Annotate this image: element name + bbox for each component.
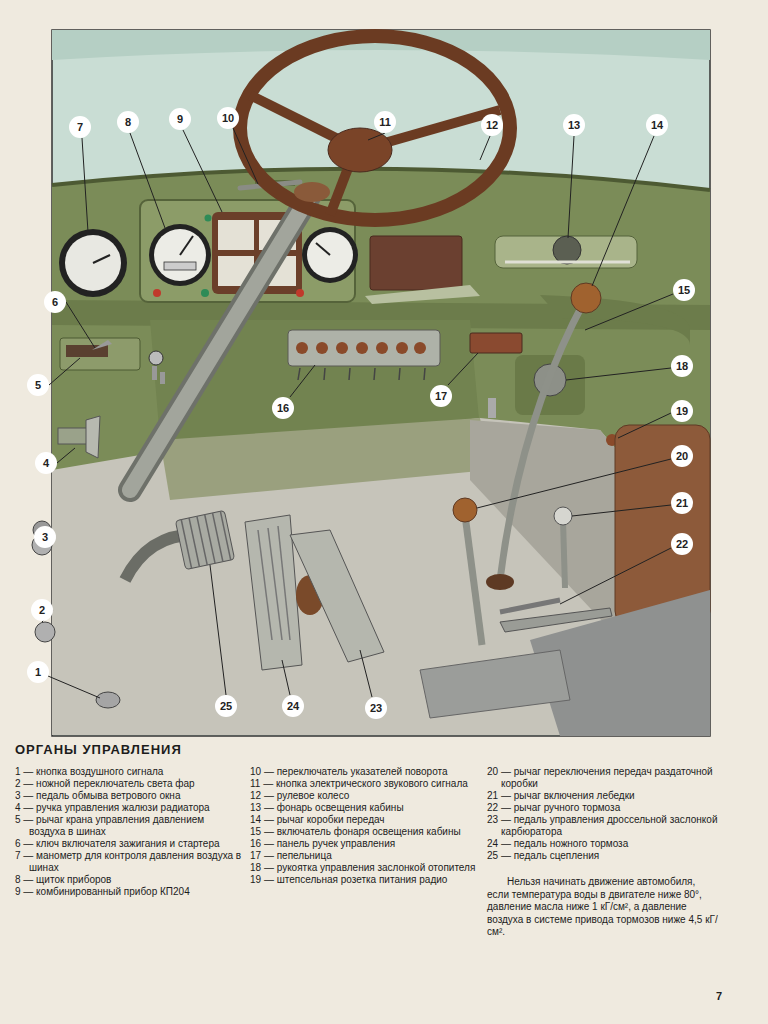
legend-item: 16 — панель ручек управления (250, 838, 478, 850)
legend-item: 12 — рулевое колесо (250, 790, 478, 802)
callout-number: 9 (169, 108, 191, 130)
callout-number: 21 (671, 492, 693, 514)
legend-item: 18 — рукоятка управления заслонкой отопи… (250, 862, 478, 874)
legend-item: 9 — комбинированный прибор КП204 (15, 886, 243, 898)
legend-item: 4 — ручка управления жалюзи радиатора (15, 802, 243, 814)
legend-item: 11 — кнопка электрического звукового сиг… (250, 778, 478, 790)
legend-item: 21 — рычаг включения лебедки (487, 790, 719, 802)
legend-item: 25 — педаль сцепления (487, 850, 719, 862)
callout-number: 15 (673, 279, 695, 301)
callout-number: 22 (671, 533, 693, 555)
callout-number: 14 (646, 114, 668, 136)
callout-number: 24 (282, 695, 304, 717)
callout-number: 10 (217, 107, 239, 129)
callout-number: 3 (34, 526, 56, 548)
legend-item: 8 — щиток приборов (15, 874, 243, 886)
page-title: ОРГАНЫ УПРАВЛЕНИЯ (15, 742, 182, 757)
legend-item: 2 — ножной переключатель света фар (15, 778, 243, 790)
legend-item: 20 — рычаг переключения передач раздаточ… (487, 766, 719, 790)
legend-item: 6 — ключ включателя зажигания и стартера (15, 838, 243, 850)
callout-number: 13 (563, 114, 585, 136)
callout-number: 2 (31, 599, 53, 621)
legend-item: 22 — рычаг ручного тормоза (487, 802, 719, 814)
callout-number: 6 (44, 291, 66, 313)
legend-column: 1 — кнопка воздушного сигнала2 — ножной … (15, 766, 243, 898)
callout-number: 19 (671, 400, 693, 422)
legend-item: 19 — штепсельная розетка питания радио (250, 874, 478, 886)
callout-number: 4 (35, 452, 57, 474)
legend-item: 17 — пепельница (250, 850, 478, 862)
warning-note: Нельзя начинать движение автомобиля, есл… (487, 876, 719, 939)
callout-number: 7 (69, 116, 91, 138)
callout-number: 11 (374, 111, 396, 133)
legend-item: 15 — включатель фонаря освещения кабины (250, 826, 478, 838)
callout-number: 25 (215, 695, 237, 717)
legend-column: 10 — переключатель указателей поворота11… (250, 766, 478, 886)
legend-item: 5 — рычаг крана управления давлением воз… (15, 814, 243, 838)
legend-item: 14 — рычаг коробки передач (250, 814, 478, 826)
legend-item: 24 — педаль ножного тормоза (487, 838, 719, 850)
legend-item: 13 — фонарь освещения кабины (250, 802, 478, 814)
legend-item: 23 — педаль управления дроссельной засло… (487, 814, 719, 838)
callout-number: 12 (481, 114, 503, 136)
legend-column: 20 — рычаг переключения передач раздаточ… (487, 766, 719, 939)
callout-number: 23 (365, 697, 387, 719)
callout-number: 5 (27, 374, 49, 396)
legend-item: 10 — переключатель указателей поворота (250, 766, 478, 778)
callout-number: 20 (671, 445, 693, 467)
legend-item: 1 — кнопка воздушного сигнала (15, 766, 243, 778)
callout-number: 16 (272, 397, 294, 419)
callout-number: 8 (117, 111, 139, 133)
callout-number: 1 (27, 661, 49, 683)
callout-number: 17 (430, 385, 452, 407)
legend-item: 3 — педаль обмыва ветрового окна (15, 790, 243, 802)
page-number: 7 (716, 990, 722, 1002)
legend-item: 7 — манометр для контроля давления возду… (15, 850, 243, 874)
callout-number: 18 (671, 355, 693, 377)
